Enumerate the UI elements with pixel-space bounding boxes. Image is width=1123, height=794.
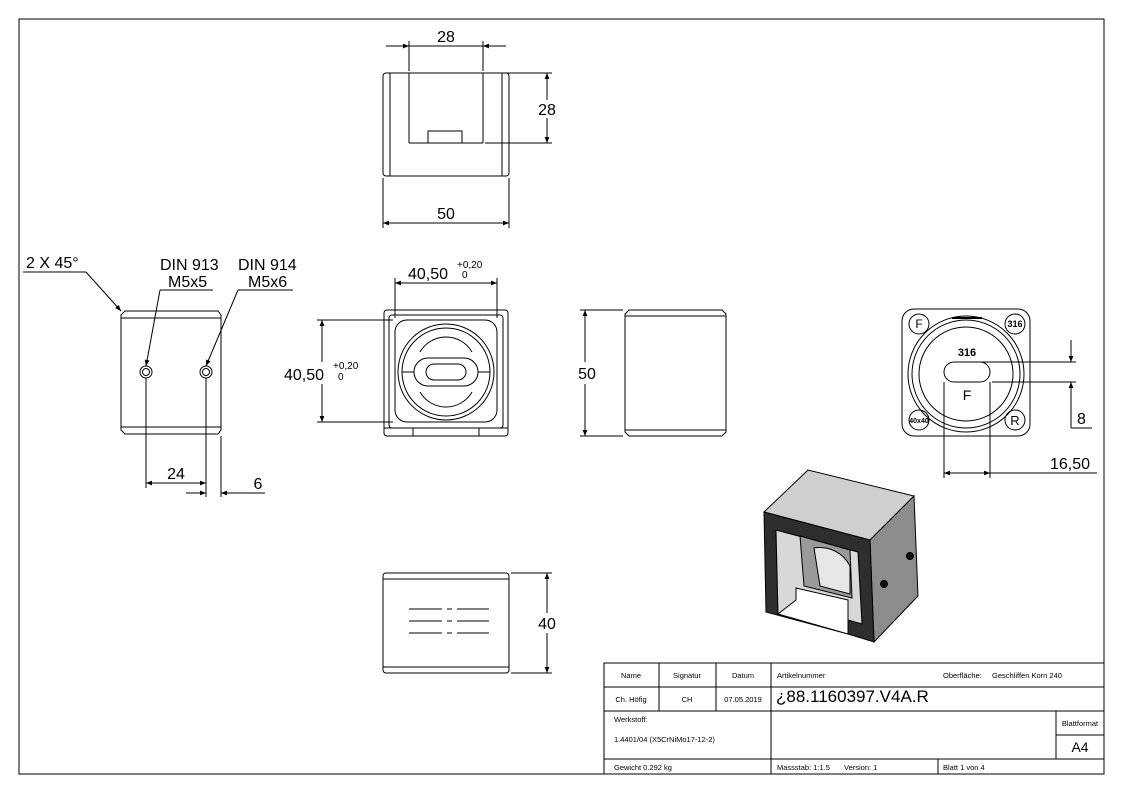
front-view bbox=[317, 278, 509, 437]
top-overall-width-dim: 50 bbox=[437, 206, 455, 223]
tb-artikel-number: ¿88.1160397.V4A.R bbox=[776, 687, 929, 706]
tb-artikel-label: Artikelnummer bbox=[777, 671, 826, 680]
isometric-view bbox=[763, 469, 919, 644]
dim-8: 8 bbox=[1077, 411, 1086, 428]
bottom-view bbox=[382, 572, 552, 674]
chamfer-note: 2 X 45° bbox=[26, 255, 79, 272]
center-f: F bbox=[963, 387, 972, 403]
tb-massstab: Massstab: 1:1.5 bbox=[777, 763, 830, 772]
din914-line1: DIN 914 bbox=[238, 257, 297, 274]
din914-line2: M5x6 bbox=[248, 274, 287, 291]
tb-col-name: Name bbox=[621, 671, 641, 680]
tb-signatur-value: CH bbox=[682, 695, 693, 704]
front-height-tol-upper: +0,20 bbox=[333, 361, 359, 372]
din913-line2: M5x5 bbox=[168, 274, 207, 291]
tb-gewicht: Gewicht 0.292 kg bbox=[614, 763, 672, 772]
center-316: 316 bbox=[958, 347, 976, 359]
stamp-r: R bbox=[1010, 413, 1019, 428]
right-side-view bbox=[580, 309, 727, 437]
left-side-view bbox=[23, 271, 293, 497]
front-width-tol-lower: 0 bbox=[462, 270, 468, 281]
tb-oberflaeche-label: Oberfläche: bbox=[943, 671, 982, 680]
tb-blattformat-value: A4 bbox=[1071, 739, 1088, 755]
tb-blatt: Blatt 1 von 4 bbox=[943, 763, 985, 772]
stamp-f-top: F bbox=[915, 317, 922, 331]
title-block bbox=[603, 662, 1105, 775]
tb-werkstoff-label: Werkstoff: bbox=[614, 715, 647, 724]
tb-version: Version: 1 bbox=[844, 763, 877, 772]
tb-col-datum: Datum bbox=[732, 671, 754, 680]
stamp-316-top: 316 bbox=[1007, 319, 1022, 329]
din913-line1: DIN 913 bbox=[160, 257, 219, 274]
front-width-dim: 40,50 bbox=[408, 266, 448, 283]
right-height-dim: 50 bbox=[578, 366, 596, 383]
tb-datum-value: 07.05.2019 bbox=[724, 695, 762, 704]
tb-oberflaeche-value: Geschliffen Korn 240 bbox=[992, 671, 1062, 680]
front-height-dim: 40,50 bbox=[284, 367, 324, 384]
top-height-dim: 28 bbox=[538, 102, 556, 119]
sheet-border bbox=[18, 18, 1105, 775]
bottom-height-dim: 40 bbox=[538, 616, 556, 633]
tb-werkstoff-value: 1.4401/04 (X5CrNiMo17-12-2) bbox=[614, 735, 715, 744]
dim-24: 24 bbox=[167, 466, 185, 483]
tb-blattformat-label: Blattformat bbox=[1062, 719, 1099, 728]
dim-16-50: 16,50 bbox=[1050, 456, 1090, 473]
marking-view bbox=[901, 308, 1097, 478]
tb-col-signatur: Signatur bbox=[673, 671, 701, 680]
top-width-dim: 28 bbox=[437, 29, 455, 46]
tb-name-value: Ch. Höfig bbox=[615, 695, 646, 704]
stamp-40x40: 40x40 bbox=[909, 418, 929, 425]
front-width-tol-upper: +0,20 bbox=[457, 260, 483, 271]
front-height-tol-lower: 0 bbox=[338, 372, 344, 383]
top-view bbox=[382, 41, 552, 228]
dim-6: 6 bbox=[254, 476, 263, 493]
